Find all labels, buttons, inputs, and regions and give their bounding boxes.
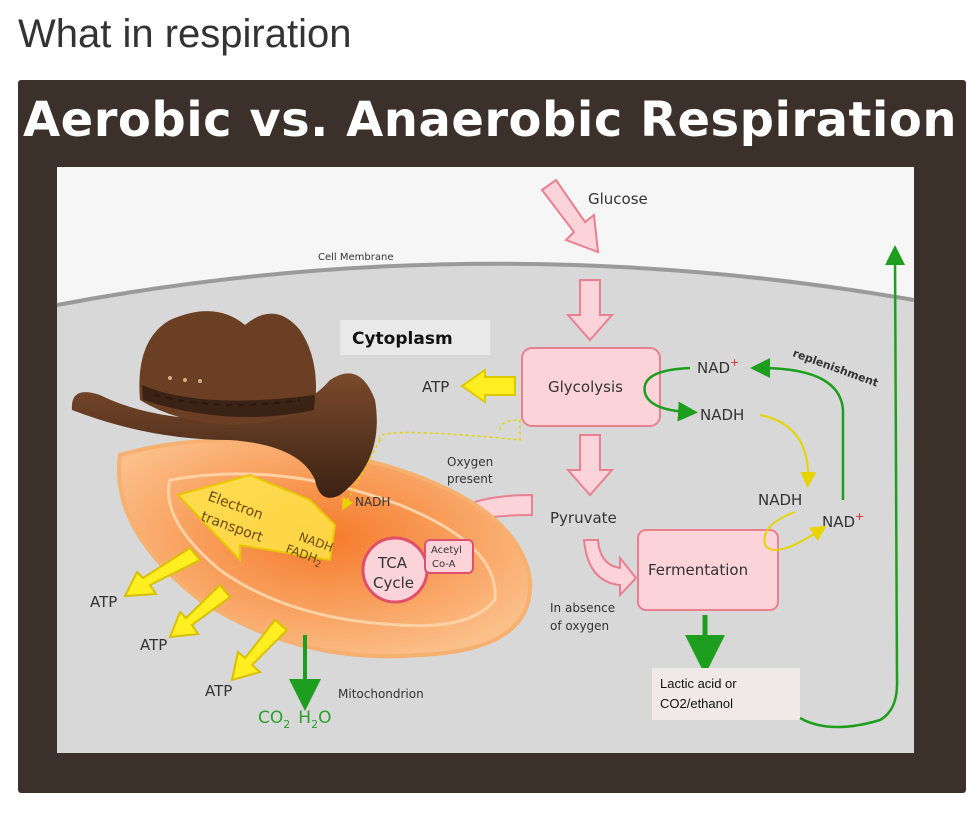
- atp-arrow-icon: [123, 546, 202, 598]
- pyruvate-label: Pyruvate: [550, 509, 617, 527]
- replenishment-arrow-icon: [750, 358, 845, 500]
- cytoplasm-label: Cytoplasm: [352, 329, 453, 349]
- products-label: Lactic acid or: [660, 676, 737, 691]
- acetyl-coa-label: Acetyl: [431, 545, 462, 556]
- nad-plus-label: NAD+: [697, 356, 739, 377]
- nadh-mito-label: NADH: [355, 495, 390, 509]
- atp-arrow-icon: [168, 583, 232, 639]
- nadh-label: NADH: [700, 406, 744, 424]
- nadh-dotted-arrow-icon: [342, 439, 381, 511]
- products-label: CO2/ethanol: [660, 696, 733, 711]
- glucose-arrow-icon: [540, 178, 600, 254]
- post-caption: What in respiration: [18, 12, 352, 56]
- atp-label: ATP: [90, 593, 117, 611]
- absence-label: In absence: [550, 601, 615, 615]
- electron-transport-arrow-icon: [176, 473, 337, 563]
- acetyl-coa-box: [424, 539, 474, 574]
- tca-label: TCA: [377, 554, 408, 572]
- acetyl-coa-label: Co-A: [432, 559, 456, 570]
- down-arrow-icon: [565, 434, 615, 497]
- mitochondrion-label: Mitochondrion: [338, 687, 424, 701]
- oxygen-present-label: Oxygen: [447, 455, 493, 469]
- fermentation-box: [637, 529, 779, 611]
- cell-membrane: [56, 261, 915, 307]
- atp-label: ATP: [140, 636, 167, 654]
- fermentation-label: Fermentation: [648, 561, 748, 579]
- absence-label: of oxygen: [550, 619, 609, 633]
- atp-arrow-icon: [230, 618, 289, 682]
- glycolysis-box: [521, 347, 661, 427]
- fermentation-nad-arrow-icon: [763, 511, 827, 551]
- atp-glycolysis-label: ATP: [422, 378, 449, 396]
- products-box: [652, 668, 800, 720]
- fermentation-arrow-icon: [582, 539, 638, 598]
- tca-label: Cycle: [373, 574, 414, 592]
- glycolysis-label: Glycolysis: [548, 378, 623, 396]
- atp-arrows: [123, 546, 289, 682]
- glucose-label: Glucose: [588, 190, 648, 208]
- cell-membrane-label: Cell Membrane: [318, 252, 393, 263]
- diagram-title: Aerobic vs. Anaerobic Respiration: [22, 92, 958, 148]
- nadh-right-label: NADH: [758, 491, 802, 509]
- nad-cycle-arrow-icon: [643, 366, 698, 422]
- nadh-arrow-icon: [759, 414, 817, 488]
- recycle-arrow-icon: [799, 245, 906, 729]
- down-arrow-icon: [565, 279, 615, 342]
- atp-arrow-icon: [460, 368, 516, 404]
- atp-label: ATP: [205, 682, 232, 700]
- cowboy-hat-icon: [71, 311, 377, 498]
- cytoplasm-label-box: [340, 320, 490, 355]
- nad-plus-right-label: NAD+: [822, 510, 864, 531]
- nadh-dotted-path: [378, 419, 521, 441]
- oxygen-present-label: present: [447, 472, 493, 486]
